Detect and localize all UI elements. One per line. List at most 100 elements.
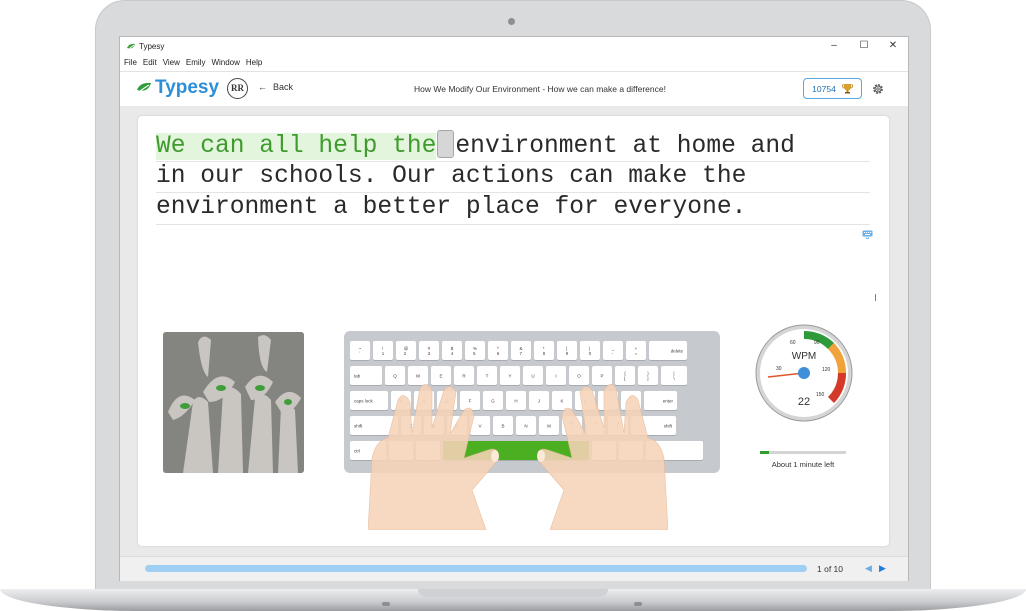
key-y: Y [500,366,520,385]
key-1: !1 [373,341,393,360]
key-4: $4 [442,341,462,360]
menu-edit[interactable]: Edit [142,58,157,67]
key-6: ^6 [488,341,508,360]
key-12: += [626,341,646,360]
keyboard-toggle-icon[interactable] [862,230,873,239]
key-b: B [493,416,513,435]
laptop-foot [634,602,642,606]
key-enter: enter [644,391,677,410]
gauge-tick-label: 90 [814,340,820,346]
hands-seedlings-image [163,332,304,473]
key-bracket-0: {[ [615,366,635,385]
text-line: in our schools. Our actions can make the [156,162,870,193]
time-progress-track [760,451,846,454]
key-r: R [454,366,474,385]
gauge-label: WPM [792,351,816,362]
minimize-button[interactable]: – [831,40,837,51]
key-bracket-2: |\ [661,366,687,385]
key-0: ~` [350,341,370,360]
menu-view[interactable]: View [162,58,180,67]
key-3: #3 [419,341,439,360]
remaining-text: environment at home and [455,133,795,160]
lesson-progress-bar [145,565,807,572]
key-f: F [460,391,480,410]
key-7: &7 [511,341,531,360]
lesson-card: We can all help the environment at home a… [138,116,889,546]
logo-text: Typesy [155,77,220,98]
scroll-indicator [875,294,876,301]
next-page-button[interactable]: ▶ [879,563,886,573]
menu-window[interactable]: Window [211,58,240,67]
key-o: O [569,366,589,385]
gauge-tick-label: 60 [790,340,796,346]
title-bar: Typesy – ☐ ✕ [120,37,908,57]
key-9: (9 [557,341,577,360]
hands-guide-image [368,384,668,530]
app-header: Typesy RR ← Back How We Modify Our Envir… [120,71,908,107]
time-progress-fill [760,451,769,454]
key-10: )0 [580,341,600,360]
previous-page-button[interactable]: ◀ [865,563,872,573]
gauge-tick-label: 150 [816,392,825,398]
key-n: N [516,416,536,435]
typing-cursor [437,130,455,158]
close-button[interactable]: ✕ [888,40,898,51]
typing-text[interactable]: We can all help the environment at home a… [156,130,870,225]
key-bracket-1: }] [638,366,658,385]
key-8: *8 [534,341,554,360]
text-line: environment a better place for everyone. [156,193,870,225]
typed-text: We can all help the [156,133,437,160]
laptop-camera [508,18,515,25]
user-badge[interactable]: RR [227,78,248,99]
menu-bar: File Edit View Emily Window Help [124,58,262,70]
key-v: V [470,416,490,435]
lesson-title: How We Modify Our Environment - How we c… [414,84,666,94]
keyboard-row-numbers: ~`!1@2#3$4%5^6&7*8(9)0_-+=delete [350,341,687,360]
typesy-app-icon [127,43,135,51]
key-11: _- [603,341,623,360]
laptop-foot [382,602,390,606]
remaining-text: environment a better place for everyone. [156,194,747,221]
gauge-hub [798,367,810,379]
time-left-label: About 1 minute left [771,460,835,469]
laptop-notch [418,589,608,597]
key-j: J [529,391,549,410]
lesson-area: We can all help the environment at home a… [120,106,908,556]
lesson-footer: 1 of 10 ◀ ▶ [120,556,908,581]
leaf-icon [137,82,151,93]
wpm-gauge: WPM 30 60 90 120 150 22 [755,324,853,422]
trophy-icon [841,84,853,94]
gauge-tick-label: 120 [822,367,831,373]
score-value: 10754 [812,83,836,94]
menu-file[interactable]: File [124,58,137,67]
key-p: P [592,366,612,385]
gear-icon[interactable] [871,82,885,96]
page-indicator: 1 of 10 [817,564,843,574]
back-label: Back [273,82,294,92]
key-q: Q [385,366,405,385]
remaining-text: in our schools. Our actions can make the [156,162,747,190]
key-g: G [483,391,503,410]
key-5: %5 [465,341,485,360]
back-button[interactable]: ← Back [258,82,293,92]
key-w: W [408,366,428,385]
typesy-logo[interactable]: Typesy [136,77,219,99]
wpm-value: 22 [798,396,810,408]
text-line: We can all help the environment at home a… [156,130,870,162]
maximize-button[interactable]: ☐ [859,40,869,51]
key-left-shift: shift [350,416,398,435]
menu-emily[interactable]: Emily [185,58,206,67]
score-button[interactable]: 10754 [803,78,862,99]
key-i: I [546,366,566,385]
menu-help[interactable]: Help [245,58,263,67]
key-h: H [506,391,526,410]
key-caps-lock: caps lock [350,391,388,410]
key-tab: tab [350,366,382,385]
key-2: @2 [396,341,416,360]
app-window: Typesy – ☐ ✕ File Edit View Emily Window… [119,36,909,581]
laptop-base [0,589,1026,611]
key-delete: delete [649,341,687,360]
key-t: T [477,366,497,385]
key-m: M [539,416,559,435]
key-e: E [431,366,451,385]
